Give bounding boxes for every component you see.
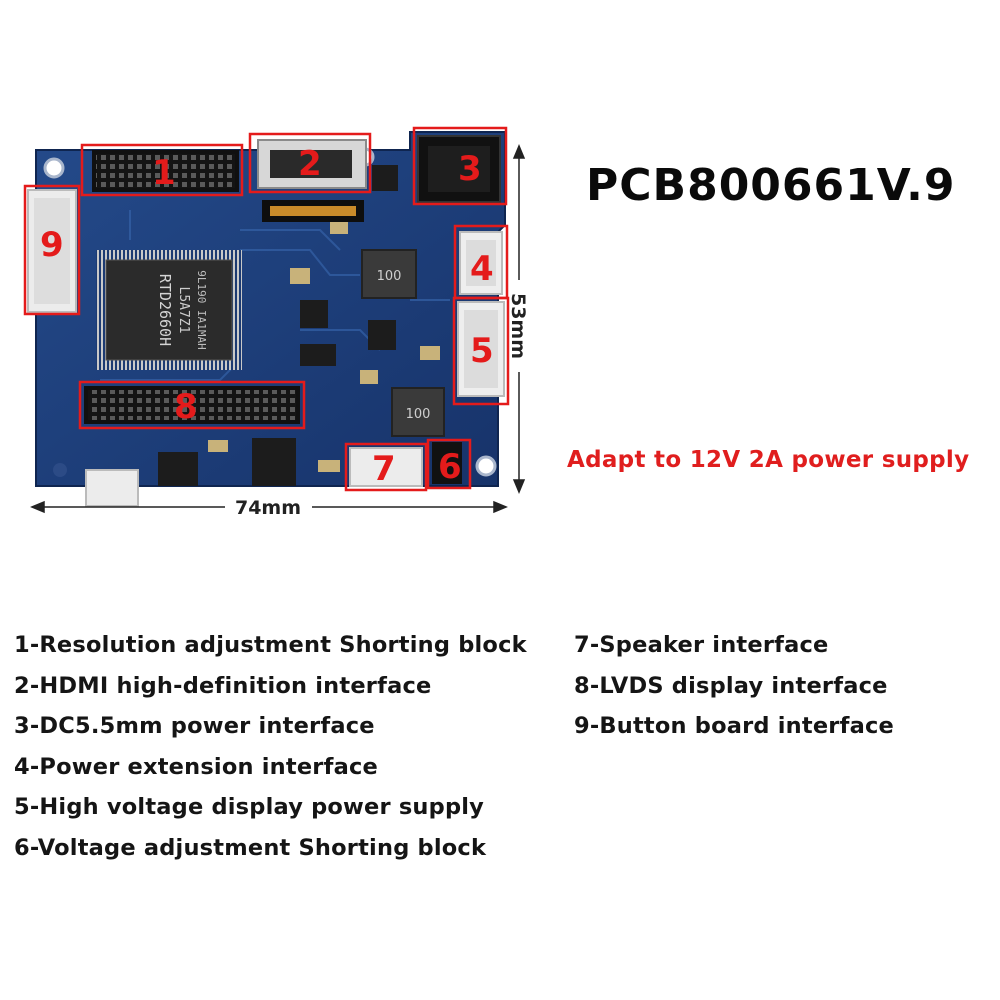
- pcb-board-illustration: 9L190 IA1MAH L5A7Z1 RTD2660H 100 100 1 2: [23, 126, 529, 519]
- legend-left-column: 1-Resolution adjustment Shorting block 2…: [14, 628, 527, 871]
- height-dimension: [512, 144, 526, 494]
- chip-name-text: RTD2660H: [156, 274, 174, 346]
- legend-item-9: 9-Button board interface: [574, 713, 894, 739]
- callout-box-2: [248, 132, 372, 194]
- callout-number-4: 4: [470, 249, 494, 289]
- width-label: 74mm: [235, 497, 301, 519]
- inductor-2-text: 100: [406, 407, 431, 422]
- callout-number-1: 1: [152, 153, 176, 193]
- legend-item-3: 3-DC5.5mm power interface: [14, 713, 375, 739]
- inductor-1-text: 100: [377, 269, 402, 284]
- callout-number-2: 2: [298, 144, 322, 184]
- height-label: 53mm: [507, 293, 529, 359]
- callout-box-1: [80, 143, 244, 197]
- legend-right-column: 7-Speaker interface 8-LVDS display inter…: [574, 628, 894, 750]
- callout-box-7: [344, 442, 428, 492]
- legend-item-6: 6-Voltage adjustment Shorting block: [14, 834, 487, 861]
- callout-number-8: 8: [174, 387, 198, 427]
- callout-box-8: [78, 380, 306, 430]
- callout-number-9: 9: [40, 225, 64, 265]
- legend-item-5: 5-High voltage display power supply: [14, 794, 485, 820]
- chip-sub-text: L5A7Z1: [176, 287, 191, 334]
- callout-box-3: [412, 126, 508, 206]
- callout-number-6: 6: [438, 447, 462, 487]
- callout-box-5: [452, 296, 510, 406]
- callout-box-6: [426, 438, 472, 490]
- chip-code-text: 9L190 IA1MAH: [195, 270, 208, 349]
- width-dimension: [30, 500, 508, 514]
- legend-item-8: 8-LVDS display interface: [574, 672, 888, 699]
- legend-item-4: 4-Power extension interface: [14, 753, 378, 780]
- pcb-photo: 9L190 IA1MAH L5A7Z1 RTD2660H 100 100 1 2: [23, 126, 529, 519]
- legend-item-7: 7-Speaker interface: [574, 632, 829, 658]
- legend-item-2: 2-HDMI high-definition interface: [14, 672, 432, 699]
- callout-number-5: 5: [470, 331, 494, 371]
- callout-number-3: 3: [458, 149, 482, 189]
- callout-box-9: [23, 184, 81, 316]
- model-title: PCB800661V.9: [586, 160, 956, 211]
- power-supply-note: Adapt to 12V 2A power supply: [567, 447, 970, 473]
- legend-item-1: 1-Resolution adjustment Shorting block: [14, 632, 527, 658]
- callout-number-7: 7: [372, 449, 396, 489]
